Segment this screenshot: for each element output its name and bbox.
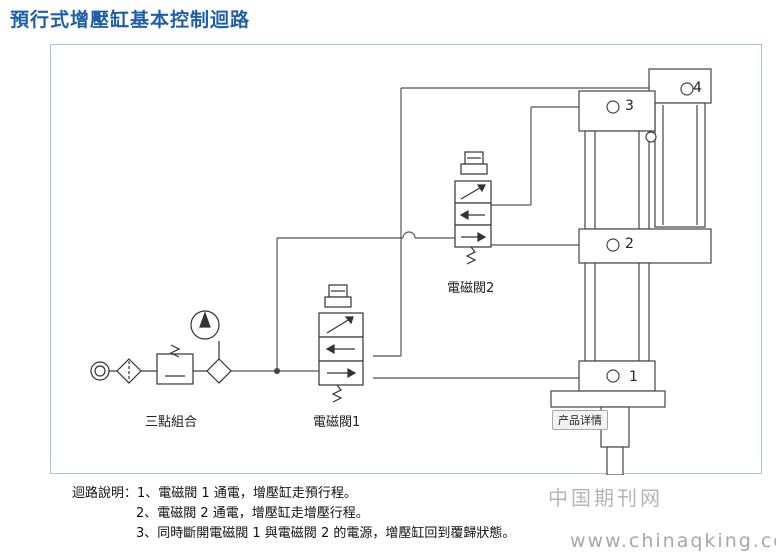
note-1: 1、電磁閥 1 通電，增壓缸走預行程。 [137,486,357,501]
bolt-symbol [645,131,657,143]
circuit-panel: 4 3 2 1 三點組合 電磁閥1 電磁閥2 [50,44,762,475]
port-label-4: 4 [693,80,702,96]
valve2-label: 電磁閥2 [447,281,495,296]
port3-hole [606,100,620,114]
note-2: 2、電磁閥 2 通電，增壓缸走增壓行程。 [136,506,369,521]
port2-hole [606,238,620,252]
page-title: 預行式增壓缸基本控制迴路 [10,9,251,31]
port-label-2: 2 [625,236,634,252]
booster-cylinder [550,68,712,475]
lubricator-symbol [206,358,232,384]
notes-heading: 迴路說明： [72,486,138,501]
watermark-cn: 中国期刊网 [548,486,663,510]
port-label-3: 3 [625,98,634,114]
notes-line-1: 迴路說明：1、電磁閥 1 通電，增壓缸走預行程。 [72,484,515,504]
circuit-diagram [90,68,712,475]
port4-hole [680,82,694,96]
port-label-1: 1 [629,369,638,385]
solenoid-valve-2 [454,151,492,265]
circuit-notes: 迴路說明：1、電磁閥 1 通電，增壓缸走預行程。 2、電磁閥 2 通電，增壓缸走… [72,484,515,544]
product-details-tooltip[interactable]: 产品详情 [552,410,608,430]
note-3: 3、同時斷開電磁閥 1 與電磁閥 2 的電源，增壓缸回到覆歸狀態。 [136,526,516,541]
solenoid-valve-1 [318,284,364,403]
three-point-combo [90,310,232,385]
valve1-label: 電磁閥1 [313,415,361,430]
combo-label: 三點組合 [145,415,198,430]
port1-hole [606,369,620,383]
regulator-symbol [156,353,194,385]
watermark-url: www.chinaqking.com [570,530,776,552]
line-crossover [402,231,416,239]
